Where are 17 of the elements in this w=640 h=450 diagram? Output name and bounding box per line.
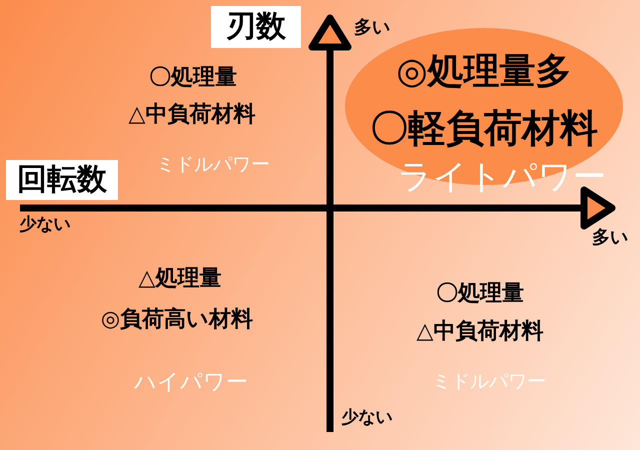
ellipse-text: ◎処理量多 [396,54,572,90]
power-label: ミドルパワー [432,372,546,392]
rating-text: ◎負荷高い材料 [100,309,254,331]
axis-end-label: 多い [592,229,628,247]
rating-text: 〇処理量 [149,67,237,89]
power-label: ミドルパワー [156,156,270,174]
ellipse-text: 〇軽負荷材料 [370,109,598,147]
rating-text: 〇処理量 [436,283,524,305]
axis-title: 回転数 [6,160,118,200]
axis-title: 刃数 [211,6,301,48]
power-label: ハイパワー [134,372,248,394]
rating-text: △中負荷材料 [416,321,544,343]
axis-end-label: 多い [354,19,390,37]
rating-text: △処理量 [138,268,222,290]
axis-end-label: 少ない [342,410,392,426]
axis-end-label: 少ない [20,216,70,234]
rating-text: △中負荷材料 [128,104,256,126]
